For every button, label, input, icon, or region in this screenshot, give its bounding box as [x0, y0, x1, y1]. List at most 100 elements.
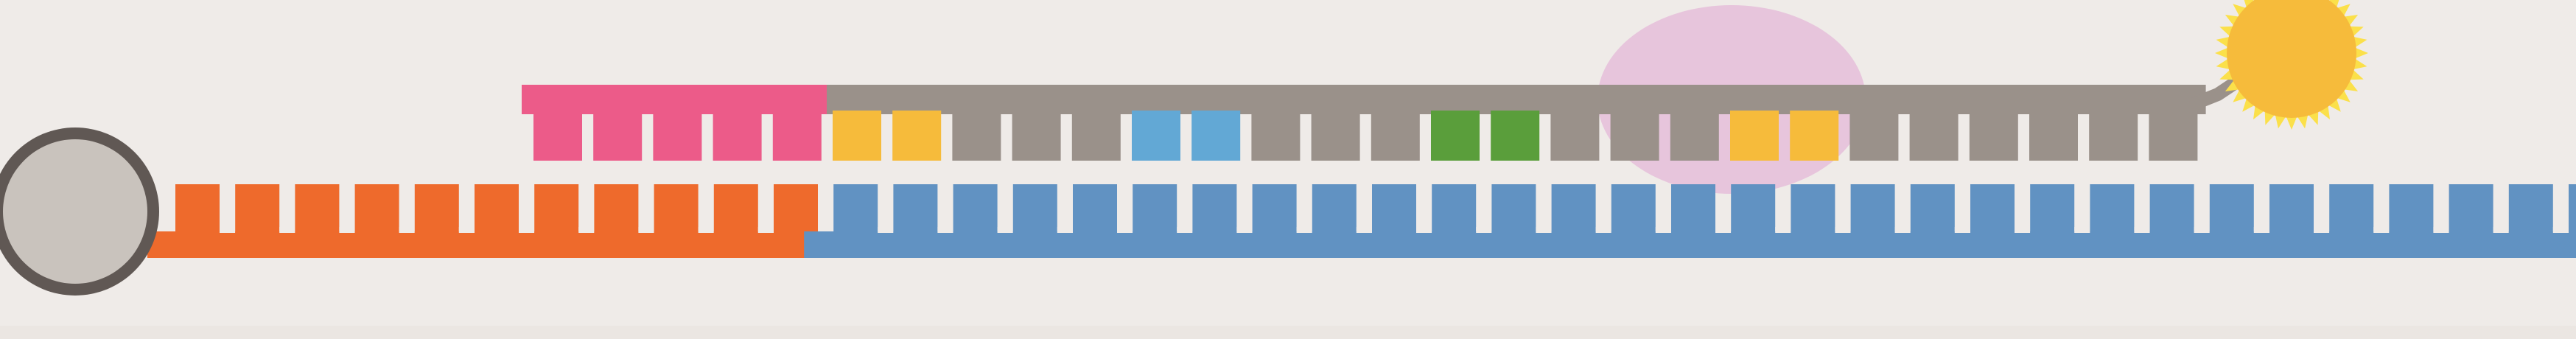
bottom-tooth-blue [2090, 184, 2135, 233]
bottom-notch [997, 227, 1013, 233]
bottom-tooth-blue [1850, 184, 1895, 233]
sun-disc [2227, 0, 2356, 118]
top-tooth-gray [1909, 111, 1959, 161]
top-tooth-pink [653, 111, 702, 161]
bottom-notch [519, 227, 535, 233]
top-backbone-gray [827, 85, 950, 114]
top-tooth-gray [2149, 111, 2198, 161]
top-tooth-pink [533, 111, 582, 161]
bottom-notch [1476, 227, 1492, 233]
bottom-notch [698, 227, 714, 233]
bottom-notch [1177, 227, 1193, 233]
top-tooth-gray [1012, 111, 1061, 161]
bottom-tooth-blue [1012, 184, 1057, 233]
bottom-notch [1835, 227, 1851, 233]
bottom-notch [2552, 227, 2569, 233]
top-tooth-yellow [892, 111, 942, 161]
top-tooth-gray [1311, 111, 1360, 161]
bottom-notch [458, 227, 475, 233]
top-tooth-gray [1670, 111, 1719, 161]
bottom-notch [279, 227, 295, 233]
top-backbone-gray [1126, 85, 1249, 114]
top-tooth-gray [1969, 111, 2018, 161]
bottom-tooth-blue [1611, 184, 1656, 233]
bottom-tooth-orange [475, 184, 519, 233]
top-backbone-gray [1425, 85, 1548, 114]
bottom-tooth-orange [354, 184, 399, 233]
bottom-tooth-blue [833, 184, 878, 233]
bottom-notch [638, 227, 654, 233]
bead-core [3, 139, 147, 284]
top-backbone-gray [1844, 85, 2206, 114]
bottom-tooth-blue [1910, 184, 1955, 233]
bottom-notch [2314, 227, 2330, 233]
top-tooth-light_blue [1132, 111, 1180, 161]
bottom-tooth-blue [1073, 184, 1117, 233]
bottom-tooth-blue [2209, 184, 2254, 233]
bottom-notch [1715, 227, 1732, 233]
bottom-notch [2493, 227, 2509, 233]
top-tooth-gray [952, 111, 1001, 161]
bottom-notch [339, 227, 355, 233]
bottom-tooth-blue [1192, 184, 1237, 233]
top-tooth-gray [2089, 111, 2138, 161]
bottom-tooth-orange [295, 184, 340, 233]
bottom-notch [2134, 227, 2150, 233]
bottom-tooth-blue [1731, 184, 1776, 233]
top-tooth-yellow [1790, 111, 1839, 161]
bottom-tooth-orange [414, 184, 459, 233]
bottom-notch [578, 227, 595, 233]
bottom-tooth-orange [713, 184, 758, 233]
top-tooth-yellow [1730, 111, 1779, 161]
bottom-notch [1416, 227, 1432, 233]
bottom-notch [1655, 227, 1671, 233]
bottom-tooth-blue [2569, 184, 2576, 233]
bottom-tooth-orange [235, 184, 280, 233]
top-backbone-gray [1544, 85, 1727, 114]
bottom-notch [1954, 227, 1970, 233]
top-tooth-gray [2029, 111, 2078, 161]
bottom-tooth-blue [893, 184, 938, 233]
bottom-tooth-blue [953, 184, 998, 233]
bottom-tooth-blue [1491, 184, 1536, 233]
bottom-notch [2373, 227, 2390, 233]
top-tooth-light_blue [1191, 111, 1241, 161]
bottom-tooth-orange [774, 184, 818, 233]
bottom-tooth-blue [1432, 184, 1477, 233]
bottom-notch [2194, 227, 2210, 233]
bottom-notch [757, 227, 774, 233]
bottom-tooth-orange [534, 184, 579, 233]
bottom-notch [2253, 227, 2269, 233]
bottom-tooth-blue [2269, 184, 2314, 233]
bottom-tooth-blue [1312, 184, 1357, 233]
bottom-notch [399, 227, 415, 233]
top-backbone-gray [1724, 85, 1847, 114]
bottom-notch [2433, 227, 2449, 233]
bottom-notch [937, 227, 953, 233]
bottom-tooth-blue [1372, 184, 1416, 233]
top-backbone-gray [946, 85, 1129, 114]
bottom-tooth-blue [2030, 184, 2075, 233]
top-tooth-pink [593, 111, 643, 161]
bottom-tooth-orange [654, 184, 699, 233]
bottom-notch [1775, 227, 1791, 233]
bottom-tooth-blue [2449, 184, 2493, 233]
bottom-notch [1595, 227, 1611, 233]
top-tooth-green [1491, 111, 1540, 161]
top-tooth-green [1431, 111, 1480, 161]
top-tooth-yellow [833, 111, 881, 161]
top-tooth-gray [1610, 111, 1659, 161]
bottom-tooth-blue [1791, 184, 1835, 233]
bottom-tooth-blue [1252, 184, 1297, 233]
bottom-tooth-blue [1671, 184, 1715, 233]
top-backbone-pink [522, 85, 827, 114]
top-tooth-gray [1550, 111, 1600, 161]
top-tooth-pink [713, 111, 762, 161]
bottom-notch [2074, 227, 2090, 233]
bottom-tooth-orange [594, 184, 639, 233]
bottom-tooth-blue [1970, 184, 2015, 233]
bottom-notch [1894, 227, 1911, 233]
bottom-tooth-blue [2508, 184, 2553, 233]
